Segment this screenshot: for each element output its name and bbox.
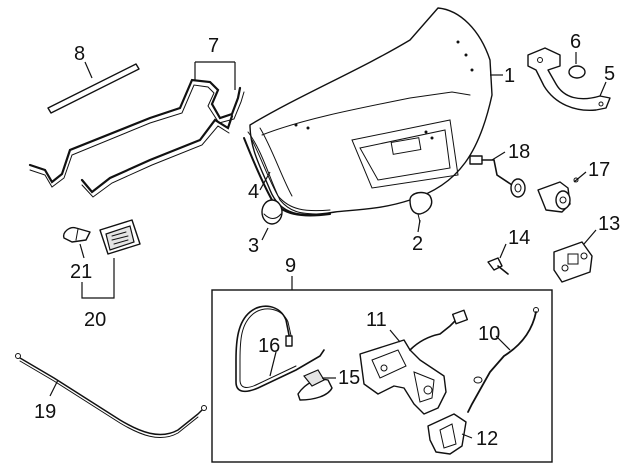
- part-15-release-handle: [297, 369, 333, 401]
- callout-19: 19: [34, 401, 56, 423]
- part-7-torsion-bars: [28, 78, 245, 198]
- callout-1: 1: [504, 65, 515, 87]
- leader-19: [49, 379, 59, 397]
- part-washer: [473, 376, 483, 384]
- callout-8: 8: [74, 43, 85, 65]
- leader-16: [269, 351, 277, 377]
- leader-13: [583, 229, 597, 245]
- leader-8: [84, 61, 93, 79]
- leader-21: [79, 243, 85, 259]
- part-6-bumper: [568, 65, 586, 79]
- part-12-latch-cover: [427, 413, 467, 455]
- part-1-trunk-lid: [247, 7, 493, 216]
- callout-17: 17: [588, 159, 610, 181]
- part-16-cable: [235, 305, 325, 393]
- part-17-lock-cylinder: [537, 177, 579, 213]
- part-5-hinge: [527, 47, 611, 111]
- callout-9: 9: [285, 255, 296, 277]
- part-13-striker-plate: [553, 241, 593, 283]
- part-20-lamp-housing: [99, 219, 141, 255]
- part-10-actuator-rod: [467, 307, 539, 413]
- leader-3: [261, 227, 269, 241]
- part-9-group-box: [211, 289, 553, 463]
- callout-6: 6: [570, 31, 581, 53]
- callout-12: 12: [476, 428, 498, 450]
- leader-2: [417, 219, 421, 233]
- callout-14: 14: [508, 227, 530, 249]
- part-21-bulb: [63, 226, 91, 243]
- leader-7: [194, 61, 236, 90]
- leader-10: [495, 335, 511, 351]
- leader-18: [491, 151, 506, 161]
- part-18-lamp-socket: [469, 155, 526, 198]
- part-2-bumper: [409, 191, 433, 223]
- callout-5: 5: [604, 63, 615, 85]
- callout-18: 18: [508, 141, 530, 163]
- leader-12: [461, 433, 473, 439]
- part-11-latch-assembly: [359, 309, 469, 415]
- leader-4: [259, 171, 271, 191]
- callout-10: 10: [478, 323, 500, 345]
- part-8-support-rod: [47, 63, 140, 114]
- callout-21: 21: [70, 261, 92, 283]
- part-14-bolt: [487, 257, 509, 275]
- callout-4: 4: [248, 181, 259, 203]
- callout-11: 11: [366, 309, 387, 331]
- callout-2: 2: [412, 233, 423, 255]
- leader-14: [499, 243, 507, 259]
- leader-17: [573, 171, 587, 183]
- callout-13: 13: [598, 213, 620, 235]
- leader-11: [389, 329, 401, 343]
- callout-20: 20: [84, 309, 106, 331]
- callout-16: 16: [258, 335, 280, 357]
- leader-20: [81, 258, 115, 299]
- callout-3: 3: [248, 235, 259, 257]
- part-19-release-cable: [15, 353, 207, 439]
- callout-7: 7: [208, 35, 219, 57]
- leader-5: [599, 81, 607, 97]
- part-3-bumper: [261, 199, 283, 225]
- callout-15: 15: [338, 367, 360, 389]
